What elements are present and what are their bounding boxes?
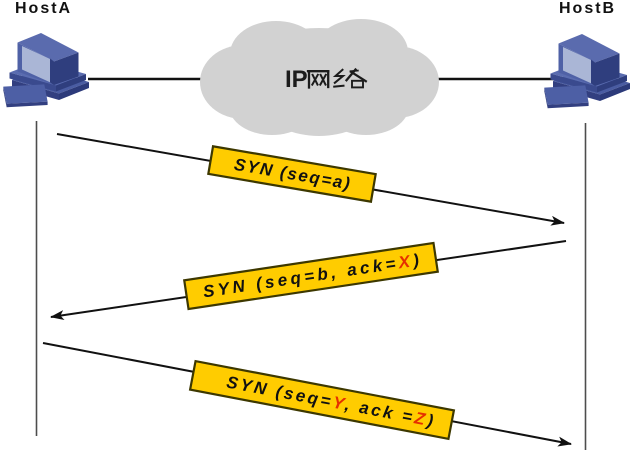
svg-text:HostB: HostB (559, 0, 616, 17)
svg-text:IP: IP (285, 66, 308, 93)
svg-text:HostA: HostA (15, 0, 72, 17)
